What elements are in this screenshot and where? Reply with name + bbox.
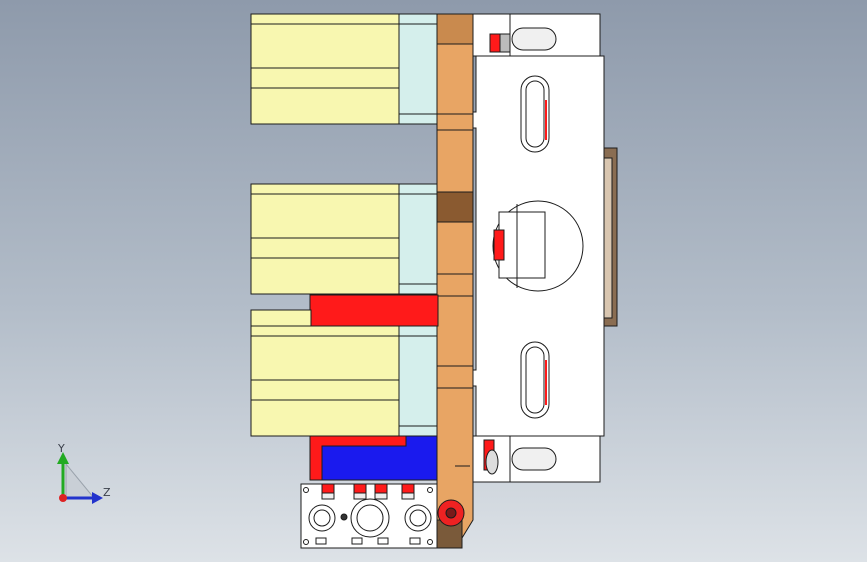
z-axis-label: Z — [103, 486, 111, 499]
triad-plane — [65, 462, 96, 499]
cylinder-body-column — [436, 13, 474, 549]
bottom-cylinder — [250, 309, 438, 437]
upper-guide-block — [471, 13, 601, 57]
y-axis-label: Y — [57, 442, 65, 455]
triad-origin — [59, 494, 67, 502]
top-cylinder — [250, 13, 438, 125]
locking-nut — [437, 499, 465, 527]
red-spacer-block — [309, 294, 439, 327]
middle-cylinder — [250, 183, 438, 295]
mounting-plate — [465, 55, 605, 437]
orientation-triad: Y Z — [57, 442, 111, 504]
fitting-manifold — [300, 483, 438, 549]
lower-guide-block — [471, 435, 601, 483]
